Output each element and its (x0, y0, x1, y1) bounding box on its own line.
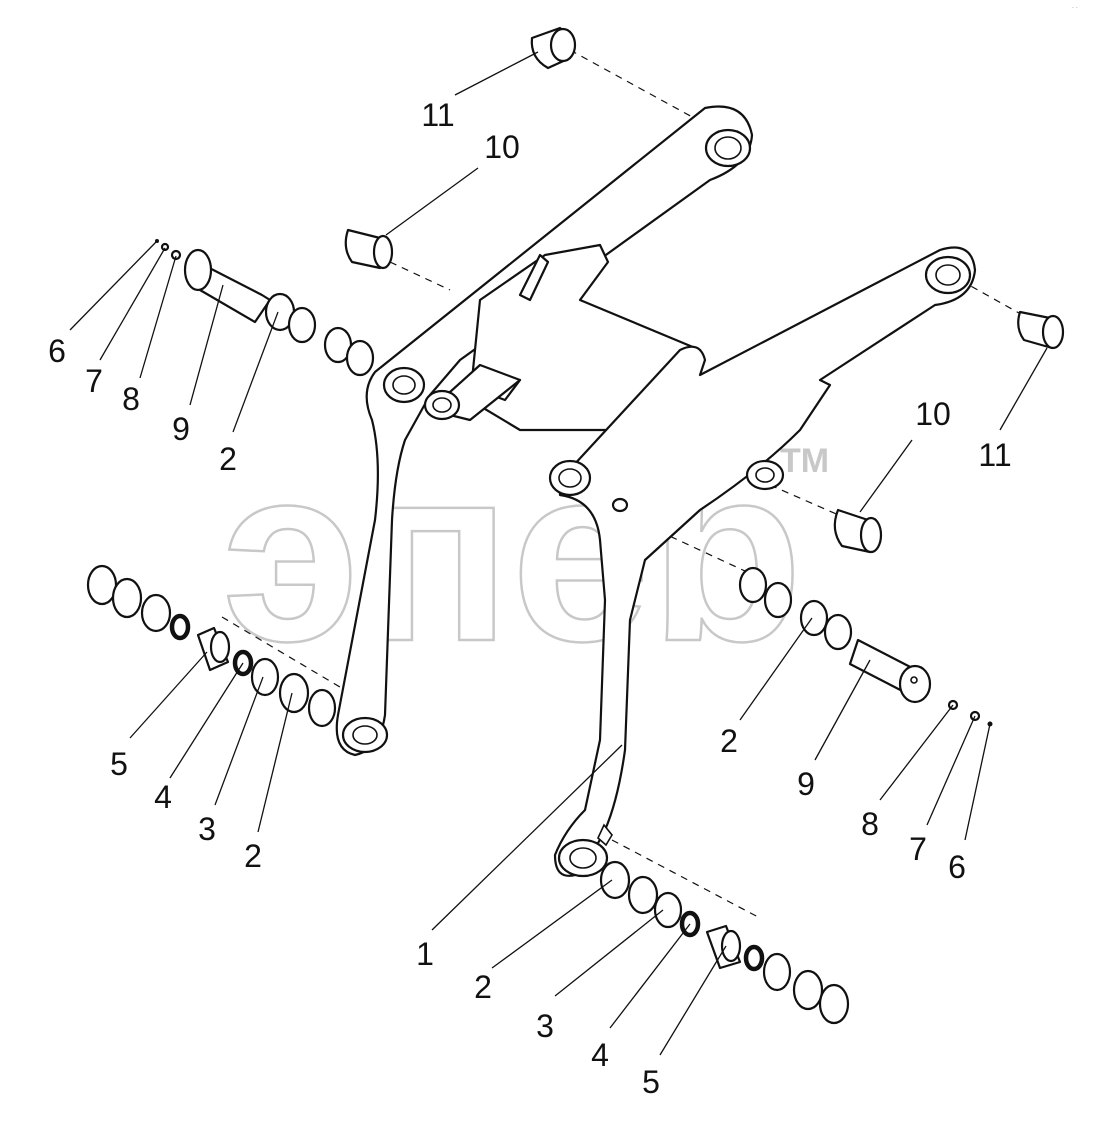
callout-3-left: 3 (198, 811, 216, 847)
washers-left-lower (86, 564, 337, 728)
callout-2-upper-left: 2 (219, 441, 237, 477)
callout-2-right-middle: 2 (720, 723, 738, 759)
boom-arm-right (548, 246, 977, 878)
axis-upper-left-bushing (569, 49, 717, 131)
callout-8-left: 8 (122, 381, 140, 417)
bushing-10-right (833, 508, 883, 554)
washers-right-lower (599, 860, 850, 1025)
callout-9-left: 9 (172, 411, 190, 447)
callout-4-left: 4 (154, 779, 172, 815)
callout-labels: 11 10 6 7 8 9 2 10 11 5 4 3 2 2 9 8 7 6 … (48, 97, 1012, 1100)
callout-7-right: 7 (909, 831, 927, 867)
callout-10-left: 10 (484, 129, 520, 165)
bushing-11-top (530, 26, 577, 70)
axis-left-lower-joint (221, 616, 346, 691)
cross-tube (423, 243, 702, 432)
axis-right-lower-joint (611, 839, 761, 919)
callout-6-right: 6 (948, 849, 966, 885)
callout-10-right: 10 (915, 396, 951, 432)
bushing-11-right (1017, 310, 1065, 350)
callout-11-top: 11 (421, 97, 454, 133)
callout-4-right: 4 (591, 1037, 609, 1073)
washers-left-upper (264, 292, 375, 377)
callout-3-right: 3 (536, 1008, 554, 1044)
leader-lines (69, 51, 1048, 1056)
axis-right-pin (634, 519, 761, 579)
callout-7-left: 7 (85, 363, 103, 399)
callout-2-lower-left: 2 (244, 838, 262, 874)
corner-mark: · · (1072, 5, 1078, 12)
callout-9-right: 9 (797, 766, 815, 802)
axis-left-bushing-10 (389, 261, 451, 291)
pin-9-right (848, 638, 993, 727)
callout-2-lower-right: 2 (474, 969, 492, 1005)
axis-right-bushing-10 (769, 484, 851, 521)
bushing-10-left (344, 228, 394, 270)
callout-6-left: 6 (48, 333, 66, 369)
assembly-axes (221, 49, 1036, 919)
watermark-trademark: TM (780, 442, 829, 480)
boom-arm-left (335, 105, 754, 757)
washers-right-middle (738, 566, 853, 651)
callout-5-right: 5 (642, 1064, 660, 1100)
callout-11-right: 11 (978, 437, 1011, 473)
pin-9-left (155, 239, 272, 324)
callout-1: 1 (416, 936, 434, 972)
callout-8-right: 8 (861, 806, 879, 842)
callout-5-left: 5 (110, 746, 128, 782)
